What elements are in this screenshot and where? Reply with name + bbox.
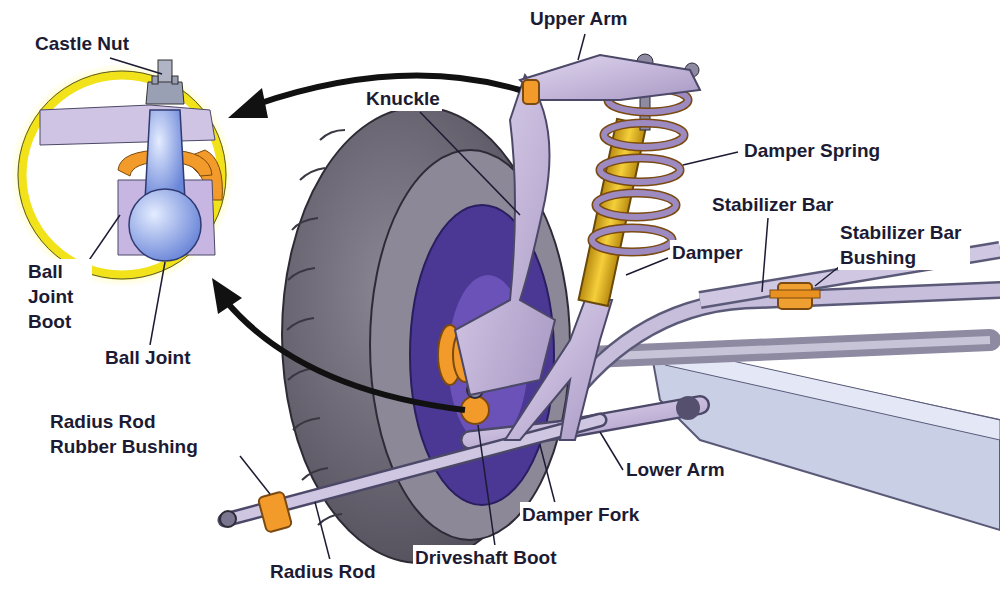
part-label: Lower Arm [624,457,727,482]
part-label: Knuckle [364,86,442,111]
part-label: Ball Joint [103,345,193,370]
part-label: Damper Spring [742,138,882,163]
part-label: Damper [670,240,745,265]
part-label: Stabilizer Bar [710,192,835,217]
part-label: Stabilizer Bar Bushing [838,220,970,270]
part-label: Upper Arm [528,6,629,31]
part-label: Damper Fork [520,502,641,527]
part-label: Castle Nut [33,31,131,56]
part-label: Radius Rod [268,559,378,584]
part-label: Ball Joint Boot [26,259,92,334]
part-label: Driveshaft Boot [413,545,558,570]
part-label: Radius Rod Rubber Bushing [48,409,220,459]
